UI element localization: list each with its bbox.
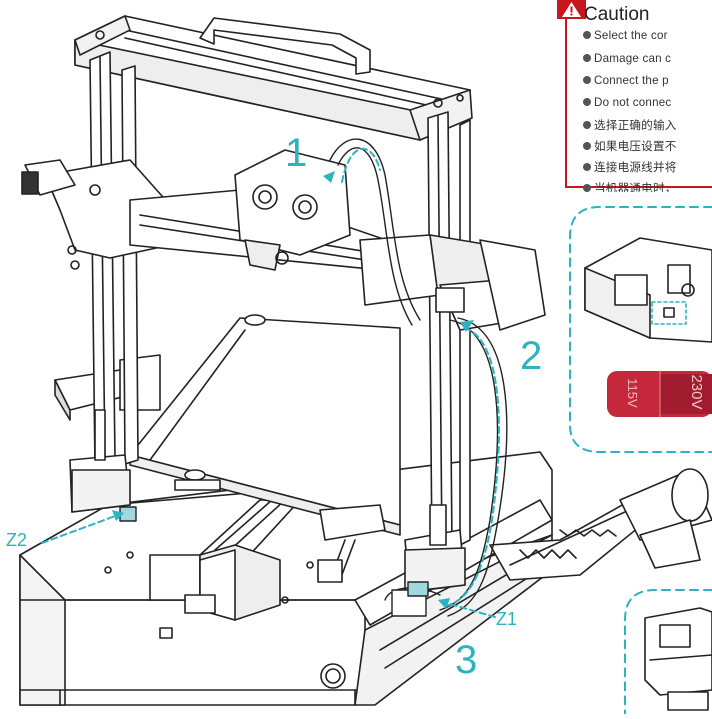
switch-label-230v: 230V [688, 374, 705, 410]
bullet-icon [583, 184, 591, 192]
switch-label-115v: 115V [625, 378, 640, 408]
step-2-label: 2 [520, 334, 543, 378]
caution-line: Select the cor [583, 29, 712, 42]
caution-line: 当机器通电时， [583, 180, 712, 192]
arrow-head-2 [460, 320, 474, 332]
bullet-icon [583, 31, 591, 39]
leader-arrows [41, 148, 500, 618]
bullet-icon [583, 76, 591, 84]
bullet-icon [583, 54, 591, 62]
caution-line: Damage can c [583, 52, 712, 65]
caution-line: 如果电压设置不 [583, 138, 712, 154]
right-upright [359, 111, 546, 593]
arrow-head-z2 [112, 510, 124, 521]
inset-power-switch [569, 206, 712, 453]
bullet-icon [583, 163, 591, 171]
caution-line: Connect the p [583, 74, 712, 87]
caution-line: Do not connec [583, 96, 712, 109]
caution-title: Caution [584, 4, 650, 25]
bullet-icon [583, 121, 591, 129]
warning-icon [557, 0, 586, 19]
arrow-head-z1 [438, 598, 450, 609]
y-axis [149, 499, 301, 621]
step-3-label: 3 [455, 638, 478, 682]
step-1-label: 1 [285, 131, 308, 175]
bullet-icon [583, 142, 591, 150]
top-gantry [74, 15, 473, 141]
arrow-head-1 [323, 171, 335, 183]
z2-label: Z2 [6, 530, 28, 550]
caution-line: 选择正确的输入 [583, 117, 712, 133]
bullet-icon [583, 98, 591, 106]
inset-bottom [624, 589, 712, 715]
caution-line: 连接电源线并将 [583, 159, 712, 175]
x-gantry [129, 149, 431, 276]
spool-holder [489, 468, 712, 581]
z1-label: Z1 [496, 609, 518, 629]
